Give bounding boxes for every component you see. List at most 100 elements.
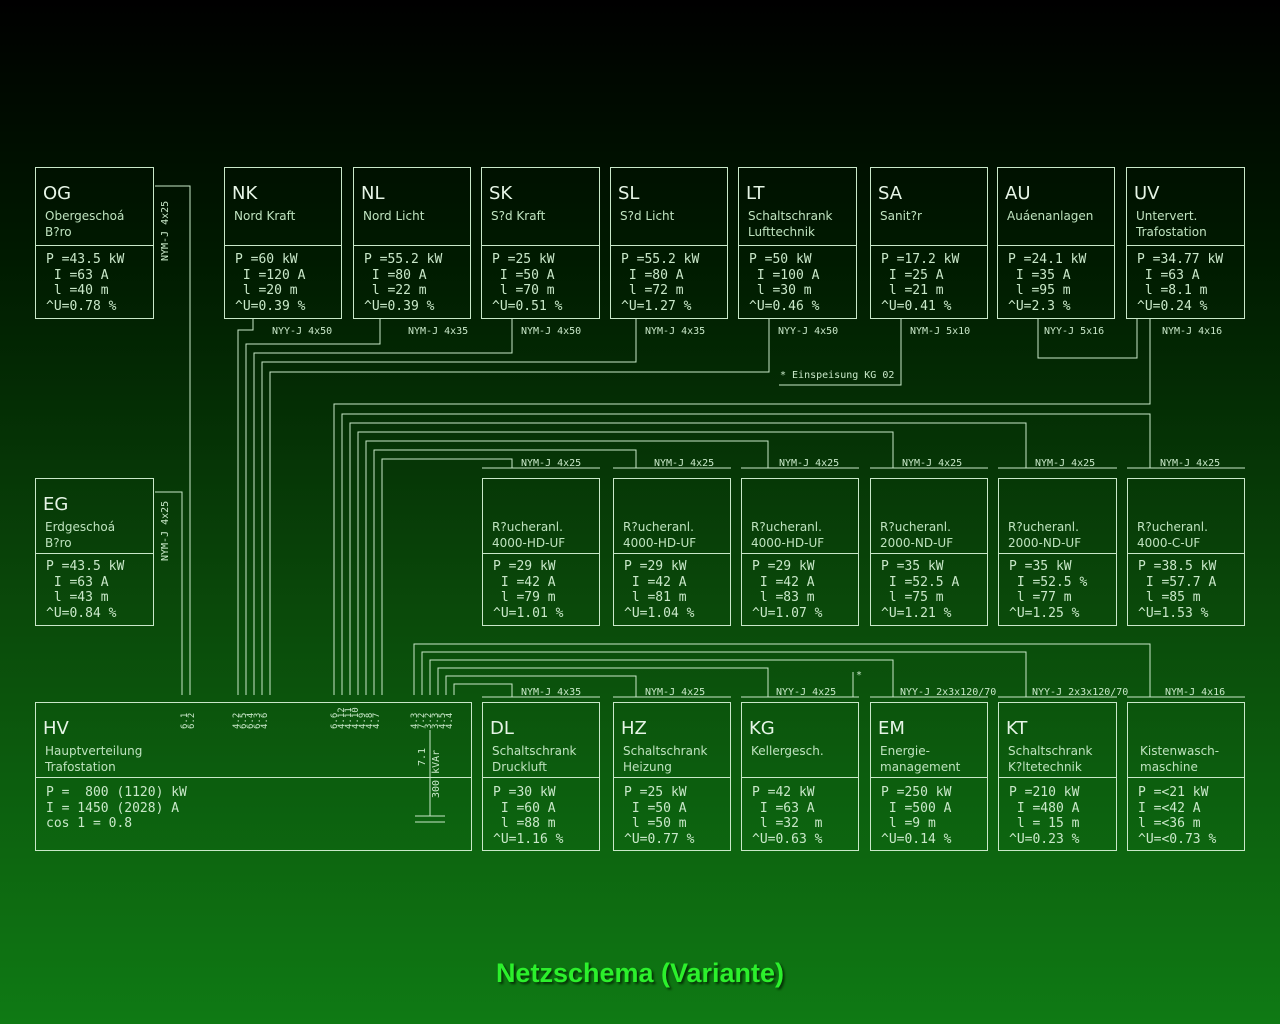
- box-code: OG: [43, 183, 72, 204]
- box-eg: EG Erdgeschoá B?ro P =43.5 kW I =63 A l …: [35, 478, 154, 626]
- box-raeucheranlage-2: R?ucheranl. 4000-HD-UF P =29 kW I =42 A …: [613, 478, 731, 626]
- box-desc: Auáenanlagen: [1007, 209, 1094, 223]
- note-einspeisung: * Einspeisung KG 02: [780, 370, 895, 381]
- cable-label-nk: NYY-J 4x50: [272, 326, 333, 337]
- box-code: HV: [43, 718, 69, 739]
- box-kistenwaschmaschine: Kistenwasch- maschine P =<21 kW I =<42 A…: [1127, 702, 1245, 851]
- box-desc: Sanit?r: [880, 209, 922, 223]
- box-values: P =24.1 kW I =35 A l =95 m ^U=2.3 %: [1008, 252, 1087, 315]
- box-desc: S?d Kraft: [491, 209, 546, 223]
- box-sa: SA Sanit?r P =17.2 kW I =25 A l =21 m ^U…: [870, 167, 988, 319]
- box-desc: R?ucheranl. 4000-C-UF: [1137, 520, 1208, 550]
- cable-label-hz: NYM-J 4x25: [645, 687, 706, 698]
- box-og: OG Obergeschoá B?ro P =43.5 kW I =63 A l…: [35, 167, 154, 319]
- box-values: P =43.5 kW I =63 A l =40 m ^U=0.78 %: [46, 252, 125, 315]
- feeder-r3: [365, 440, 769, 695]
- box-code: SL: [618, 183, 640, 204]
- box-raeucheranlage-4: R?ucheranl. 2000-ND-UF P =35 kW I =52.5 …: [870, 478, 988, 626]
- box-dl: DL Schaltschrank Druckluft P =30 kW I =6…: [482, 702, 600, 851]
- cable-label-kt: NYY-J 2x3x120/70: [1032, 687, 1129, 698]
- feeder-r6: [341, 413, 1151, 695]
- feeder-r5: [349, 422, 1027, 695]
- box-code: SK: [489, 183, 513, 204]
- cable-label-kw: NYM-J 4x16: [1165, 687, 1226, 698]
- feeder-r4: [357, 431, 894, 695]
- box-raeucheranlage-6: R?ucheranl. 4000-C-UF P =38.5 kW I =57.7…: [1127, 478, 1245, 626]
- capacitor-rating: 300 kVAr: [431, 749, 442, 798]
- box-uv: UV Untervert. Trafostation P =34.77 kW I…: [1126, 167, 1245, 319]
- box-desc: R?ucheranl. 4000-HD-UF: [751, 520, 825, 550]
- box-values: P =30 kW I =60 A l =88 m ^U=1.16 %: [493, 785, 564, 848]
- box-values: P =29 kW I =42 A l =79 m ^U=1.01 %: [493, 559, 564, 622]
- cable-label-em: NYY-J 2x3x120/70: [900, 687, 997, 698]
- feeder-sk: [253, 318, 513, 695]
- cable-label-r3: NYM-J 4x25: [779, 458, 840, 469]
- box-values: P =17.2 kW I =25 A l =21 m ^U=0.41 %: [881, 252, 960, 315]
- cable-label-sk: NYM-J 4x50: [521, 326, 582, 337]
- feeder-r1: [381, 458, 513, 695]
- box-lt: LT Schaltschrank Lufttechnik P =50 kW I …: [738, 167, 857, 319]
- cable-label-r4: NYM-J 4x25: [902, 458, 963, 469]
- cable-label-r1: NYM-J 4x25: [521, 458, 582, 469]
- cable-label-au: NYY-J 5x16: [1044, 326, 1105, 337]
- box-values: P =210 kW I =480 A l = 15 m ^U=0.23 %: [1009, 785, 1080, 848]
- box-values: P =35 kW I =52.5 A l =75 m ^U=1.21 %: [881, 559, 960, 622]
- box-values: P =55.2 kW I =80 A l =22 m ^U=0.39 %: [364, 252, 443, 315]
- box-values: P =42 kW I =63 A l =32 m ^U=0.63 %: [752, 785, 823, 848]
- box-desc: Untervert. Trafostation: [1136, 209, 1207, 239]
- feeder-nk: [237, 318, 254, 695]
- box-values: P =<21 kW I =<42 A l =<36 m ^U=<0.73 %: [1138, 785, 1217, 848]
- cable-label-dl: NYM-J 4x35: [521, 687, 582, 698]
- cable-label-uv: NYM-J 4x16: [1162, 326, 1223, 337]
- box-code: KT: [1006, 718, 1028, 739]
- box-values: P =50 kW I =100 A l =30 m ^U=0.46 %: [749, 252, 820, 315]
- box-values: P =43.5 kW I =63 A l =43 m ^U=0.84 %: [46, 559, 125, 622]
- terminal-label: 6.2: [187, 712, 197, 729]
- box-desc: Nord Kraft: [234, 209, 296, 223]
- terminal-label: 4.7: [372, 712, 382, 729]
- box-code: EG: [43, 494, 69, 515]
- box-values: P =29 kW I =42 A l =81 m ^U=1.04 %: [624, 559, 695, 622]
- diagram-title: Netzschema (Variante): [495, 958, 785, 988]
- feeder-r2: [373, 449, 637, 695]
- feeder-sl: [261, 318, 637, 695]
- cable-label-r5: NYM-J 4x25: [1035, 458, 1096, 469]
- cable-label-sl: NYM-J 4x35: [645, 326, 706, 337]
- feeder-kg: [437, 667, 769, 697]
- box-desc: Schaltschrank Heizung: [623, 744, 708, 774]
- box-desc: R?ucheranl. 4000-HD-UF: [623, 520, 697, 550]
- cable-label-r6: NYM-J 4x25: [1160, 458, 1221, 469]
- box-sk: SK S?d Kraft P =25 kW I =50 A l =70 m ^U…: [481, 167, 600, 319]
- feeder-nl: [245, 318, 381, 695]
- cable-label-kg: NYY-J 4x25: [776, 687, 837, 698]
- box-code: NL: [361, 183, 385, 204]
- box-desc: Nord Licht: [363, 209, 425, 223]
- feeder-hz: [445, 675, 637, 697]
- box-desc: Erdgeschoá B?ro: [45, 520, 116, 550]
- box-code: KG: [749, 718, 775, 739]
- feeder-lt: [269, 318, 770, 695]
- box-em: EM Energie- management P =250 kW I =500 …: [870, 702, 988, 851]
- feeder-sa: [779, 318, 902, 386]
- terminal-label: 4.4: [445, 712, 455, 729]
- feeder-kt: [421, 651, 1027, 697]
- box-code: AU: [1005, 183, 1031, 204]
- box-desc: Schaltschrank Lufttechnik: [748, 209, 833, 239]
- note-star: *: [856, 670, 863, 681]
- cable-label-og: NYM-J 4x25: [160, 200, 171, 261]
- box-desc: Schaltschrank K?ltetechnik: [1008, 744, 1093, 774]
- box-code: SA: [878, 183, 903, 204]
- box-raeucheranlage-3: R?ucheranl. 4000-HD-UF P =29 kW I =42 A …: [741, 478, 859, 626]
- box-code: LT: [746, 183, 765, 204]
- box-desc: Obergeschoá B?ro: [45, 209, 125, 239]
- capacitor-id: 7.1: [417, 747, 428, 766]
- box-values: P =25 kW I =50 A l =50 m ^U=0.77 %: [624, 785, 695, 848]
- box-sl: SL S?d Licht P =55.2 kW I =80 A l =72 m …: [610, 167, 728, 319]
- box-hv: HV Hauptverteilung Trafostation P = 800 …: [35, 702, 472, 851]
- box-hz: HZ Schaltschrank Heizung P =25 kW I =50 …: [613, 702, 731, 851]
- box-desc: R?ucheranl. 2000-ND-UF: [880, 520, 954, 550]
- box-values: P =29 kW I =42 A l =83 m ^U=1.07 %: [752, 559, 823, 622]
- box-values: P =38.5 kW I =57.7 A l =85 m ^U=1.53 %: [1138, 559, 1217, 622]
- box-desc: Hauptverteilung Trafostation: [45, 744, 143, 774]
